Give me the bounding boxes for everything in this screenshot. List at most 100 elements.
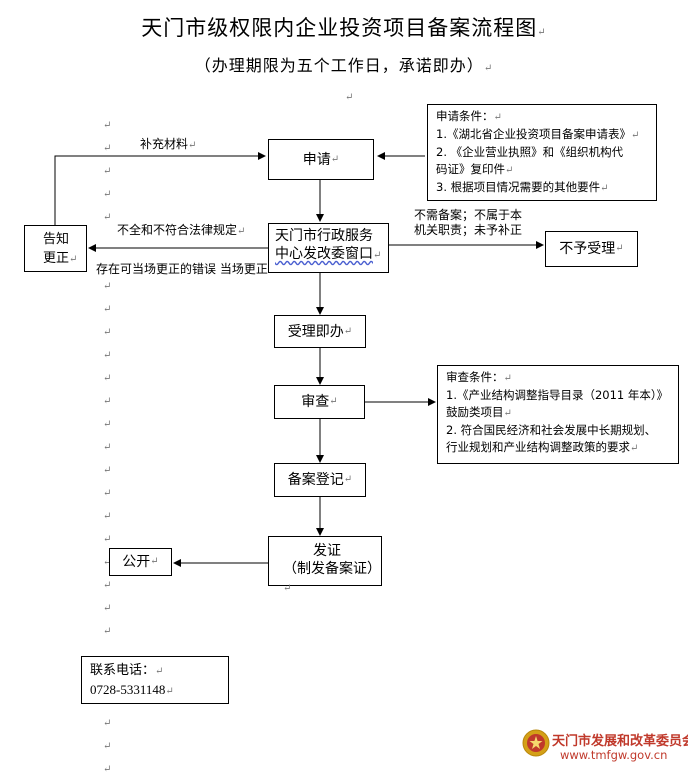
not-accepted-node: 不予受理↵ <box>545 231 638 267</box>
review-conditions-item-2b: 行业规划和产业结构调整政策的要求 <box>446 440 630 454</box>
paragraph-mark: ↵ <box>69 254 78 265</box>
watermark-url: www.tmfgw.gov.cn <box>560 748 668 762</box>
paragraph-mark: ↵ <box>630 443 639 454</box>
paragraph-mark: ↵ <box>600 183 609 194</box>
inform-correct-node: 告知 更正↵ <box>24 225 87 272</box>
paragraph-mark: ↵ <box>343 474 353 485</box>
paragraph-mark: ↵ <box>103 189 112 200</box>
paragraph-mark: ↵ <box>483 63 494 74</box>
paragraph-mark: ↵ <box>103 603 112 614</box>
paragraph-mark: ↵ <box>283 583 292 594</box>
no-need-line1: 不需备案；不属于本 <box>414 208 523 222</box>
issue-line2: （制发备案证） <box>283 561 381 577</box>
paragraph-mark: ↵ <box>103 396 112 407</box>
publish-label: 公开 <box>122 554 151 570</box>
paragraph-mark: ↵ <box>103 557 112 568</box>
service-window-node: 天门市行政服务 中心发改委窗口↵ <box>268 223 389 273</box>
register-node: 备案登记↵ <box>274 463 366 497</box>
paragraph-mark: ↵ <box>373 250 382 261</box>
paragraph-mark: ↵ <box>165 686 174 697</box>
correctable-text: 存在可当场更正的错误 当场更正 <box>96 262 268 276</box>
paragraph-mark: ↵ <box>155 666 164 677</box>
paragraph-mark: ↵ <box>237 226 246 237</box>
supplement-text: 补充材料 <box>140 137 189 151</box>
publish-node: 公开↵ <box>109 548 172 576</box>
review-node: 审查↵ <box>274 385 365 419</box>
apply-label: 申请 <box>302 151 331 168</box>
inform-line2: 更正 <box>43 251 70 266</box>
paragraph-mark: ↵ <box>103 212 112 223</box>
incomplete-text: 不全和不符合法律规定 <box>117 223 238 237</box>
review-conditions-title: 审查条件： <box>446 370 504 384</box>
paragraph-mark: ↵ <box>343 325 353 337</box>
paragraph-mark: ↵ <box>103 465 112 476</box>
contact-label: 联系电话： <box>90 663 156 678</box>
paragraph-mark: ↵ <box>103 143 112 154</box>
no-need-line2: 机关职责；未予补正 <box>414 223 523 237</box>
paragraph-mark: ↵ <box>103 534 112 545</box>
paragraph-mark: ↵ <box>103 718 112 729</box>
issue-line1: 发证 <box>313 543 341 559</box>
conditions-item-2b: 码证》复印件 <box>436 162 505 176</box>
paragraph-mark: ↵ <box>493 112 502 123</box>
title-text: 天门市级权限内企业投资项目备案流程图 <box>141 16 538 40</box>
subtitle-text: （办理期限为五个工作日，承诺即办） <box>194 56 484 75</box>
paragraph-mark: ↵ <box>103 373 112 384</box>
conditions-item-3: 3. 根据项目情况需要的其他要件 <box>436 180 601 194</box>
paragraph-mark: ↵ <box>103 511 112 522</box>
page-title: 天门市级权限内企业投资项目备案流程图↵ <box>0 12 688 42</box>
service-window-line2: 中心发改委窗口 <box>275 246 373 262</box>
paragraph-mark: ↵ <box>615 243 624 254</box>
paragraph-mark: ↵ <box>103 488 112 499</box>
paragraph-mark: ↵ <box>103 281 112 292</box>
service-window-line1: 天门市行政服务 <box>275 228 373 244</box>
paragraph-mark: ↵ <box>505 165 514 176</box>
paragraph-mark: ↵ <box>103 166 112 177</box>
emblem-icon <box>522 729 550 757</box>
paragraph-mark: ↵ <box>103 120 112 131</box>
incomplete-label: 不全和不符合法律规定↵ <box>117 223 245 239</box>
accept-node: 受理即办↵ <box>274 315 366 348</box>
paragraph-mark: ↵ <box>537 27 547 38</box>
paragraph-mark: ↵ <box>330 153 340 165</box>
contact-box: 联系电话：↵ 0728-5331148↵ <box>81 656 229 704</box>
conditions-item-2a: 2. 《企业营业执照》和《组织机构代 <box>436 145 624 159</box>
paragraph-mark: ↵ <box>503 408 512 419</box>
paragraph-mark: ↵ <box>103 764 112 775</box>
application-conditions-box: 申请条件：↵ 1.《湖北省企业投资项目备案申请表》↵ 2. 《企业营业执照》和《… <box>427 104 657 201</box>
paragraph-mark: ↵ <box>103 419 112 430</box>
register-label: 备案登记 <box>287 472 344 488</box>
conditions-title: 申请条件： <box>436 109 494 123</box>
review-label: 审查 <box>301 394 330 410</box>
correctable-label: 存在可当场更正的错误 当场更正 <box>96 262 268 277</box>
supplement-arrow <box>54 152 266 225</box>
contact-phone: 0728-5331148 <box>90 682 166 697</box>
no-need-label: 不需备案；不属于本 机关职责；未予补正 <box>414 208 522 238</box>
conditions-item-1: 1.《湖北省企业投资项目备案申请表》 <box>436 127 631 141</box>
accept-label: 受理即办 <box>287 323 344 340</box>
paragraph-mark: ↵ <box>503 373 512 384</box>
paragraph-mark: ↵ <box>345 92 354 103</box>
paragraph-mark: ↵ <box>630 130 640 141</box>
review-conditions-box: 审查条件：↵ 1.《产业结构调整指导目录（2011 年本）》 鼓励类项目↵ 2.… <box>437 365 679 464</box>
review-conditions-item-2a: 2. 符合国民经济和社会发展中长期规划、 <box>446 423 657 437</box>
paragraph-mark: ↵ <box>329 396 338 407</box>
supplement-label: 补充材料↵ <box>140 137 196 153</box>
review-conditions-item-1a: 1.《产业结构调整指导目录（2011 年本）》 <box>446 388 669 402</box>
paragraph-mark: ↵ <box>150 556 159 567</box>
paragraph-mark: ↵ <box>103 350 112 361</box>
issue-certificate-node: 发证 （制发备案证） ↵ <box>268 536 382 594</box>
paragraph-mark: ↵ <box>103 741 112 752</box>
not-accepted-label: 不予受理 <box>559 241 616 257</box>
paragraph-mark: ↵ <box>103 327 112 338</box>
paragraph-mark: ↵ <box>188 140 197 151</box>
paragraph-mark: ↵ <box>103 304 112 315</box>
page-subtitle: （办理期限为五个工作日，承诺即办）↵ <box>0 52 688 76</box>
review-conditions-item-1b: 鼓励类项目 <box>446 405 504 419</box>
watermark-org: 天门市发展和改革委员会 <box>552 734 688 749</box>
paragraph-mark: ↵ <box>103 442 112 453</box>
paragraph-mark: ↵ <box>103 580 112 591</box>
inform-line1: 告知 <box>43 232 70 247</box>
paragraph-mark: ↵ <box>103 626 112 637</box>
